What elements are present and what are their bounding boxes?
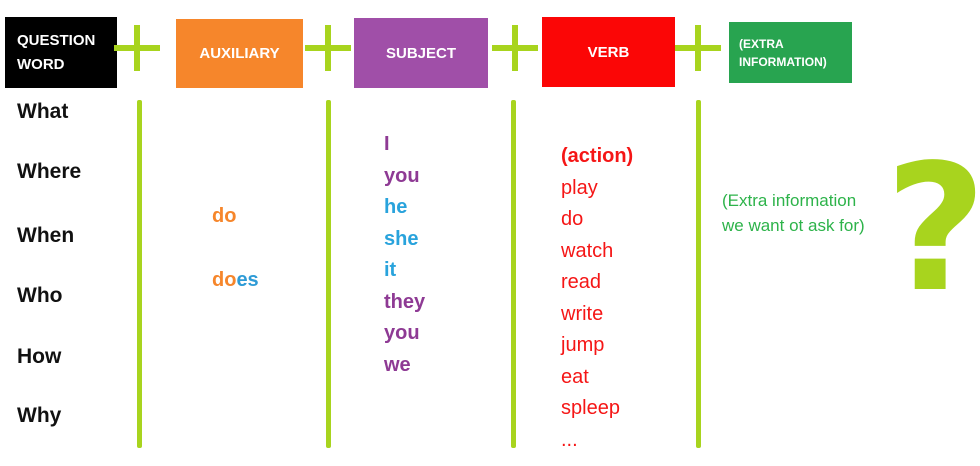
column-divider-line — [326, 100, 331, 448]
extra-information-note: (Extra information we want ot ask for) — [722, 191, 865, 235]
header-box-verb: VERB — [542, 17, 675, 87]
verb-item: write — [561, 302, 604, 325]
plus-icon — [675, 25, 721, 71]
plus-icon — [492, 25, 538, 71]
question-word-item: Why — [17, 404, 62, 427]
subject-item: she — [384, 227, 419, 250]
subject-item: you — [384, 164, 420, 187]
header-box-subject: SUBJECT — [354, 18, 488, 88]
auxiliary-does-ending: es — [236, 269, 259, 291]
verb-item: do — [561, 208, 584, 230]
auxiliary-does: does — [212, 269, 259, 292]
subjects-column: I you he she it they you we — [384, 129, 425, 381]
verb-item: watch — [561, 239, 614, 262]
question-word-item: What — [17, 100, 69, 123]
header-box-question-word: QUESTION WORD — [5, 17, 117, 88]
column-divider-line — [511, 100, 516, 448]
question-word-item: How — [17, 345, 62, 368]
subject-item: you — [384, 322, 420, 344]
verb-item: jump — [561, 334, 605, 356]
question-word-item: Who — [17, 284, 63, 307]
subject-item: he — [384, 196, 408, 218]
verb-column-header: (action) — [561, 145, 634, 167]
subject-item: it — [384, 259, 397, 281]
plus-icon — [305, 25, 351, 71]
verb-item: read — [561, 271, 602, 293]
plus-icon — [114, 25, 160, 71]
auxiliary-do: do — [212, 205, 237, 227]
verb-item: ... — [561, 428, 578, 451]
auxiliary-does-stem: do — [212, 269, 237, 291]
verb-item: spleep — [561, 397, 620, 419]
header-box-auxiliary: AUXILIARY — [176, 19, 303, 88]
question-word-item: Where — [17, 160, 82, 183]
subject-item: we — [384, 353, 411, 376]
question-word-item: When — [17, 224, 75, 247]
subject-item: they — [384, 290, 426, 313]
verbs-column: (action) play do watch read write jump e… — [561, 141, 633, 456]
verb-item: play — [561, 176, 598, 199]
question-mark-symbol: ? — [885, 128, 980, 331]
header-box-extra-information: (EXTRA INFORMATION) — [729, 22, 852, 83]
verb-item: eat — [561, 365, 589, 388]
column-divider-line — [137, 100, 142, 448]
column-divider-line — [696, 100, 701, 448]
subject-item: I — [384, 133, 390, 155]
